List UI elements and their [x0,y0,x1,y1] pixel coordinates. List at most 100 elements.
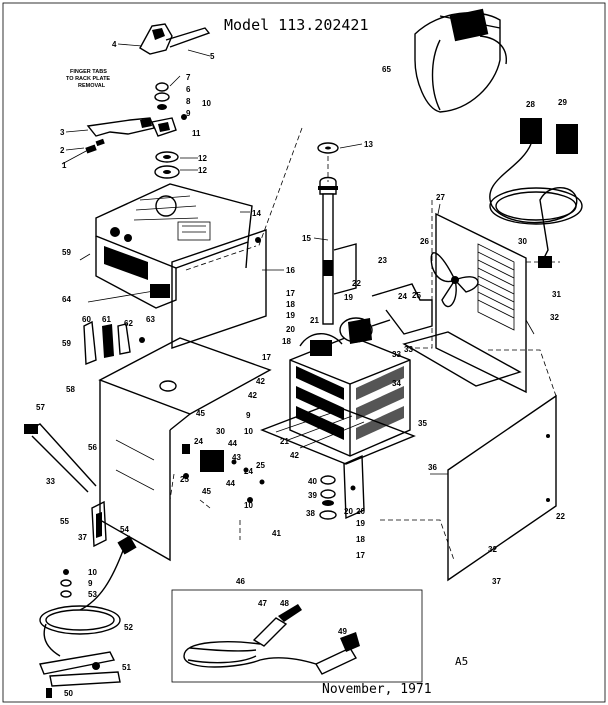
callout-33a: 33 [404,345,413,354]
callout-61: 61 [102,315,111,324]
footer-date: November, 1971 [322,682,432,697]
callout-42c: 42 [248,391,257,400]
welding-helmet [414,8,507,113]
callout-42a: 42 [256,377,265,386]
callout-33b: 33 [46,477,55,486]
callout-59b: 59 [62,339,71,348]
back-panel [435,212,527,394]
callout-11: 11 [192,129,201,138]
callout-56: 56 [88,443,97,452]
callout-60: 60 [82,315,91,324]
lead-clamp [319,454,365,520]
washer-stack-6-9 [154,82,187,120]
callout-9d: 9 [88,579,93,588]
callout-10: 10 [202,99,211,108]
callout-36: 36 [428,463,437,472]
handle-knob [139,23,211,55]
front-panel [171,229,267,349]
callout-64: 64 [62,295,71,304]
callout-47: 47 [258,599,267,608]
callout-46: 46 [236,577,245,586]
callout-45a: 45 [196,409,205,418]
callout-43: 43 [232,453,241,462]
finger-tabs-note-2: TO RACK PLATE [66,76,110,82]
finger-tabs-note-1: FINGER TABS [70,69,107,75]
side-panel [447,394,557,582]
callout-33c: 33 [392,350,401,359]
bracket-11 [151,117,177,137]
callout-34: 34 [392,379,401,388]
callout-6: 6 [186,85,191,94]
electrode-holder-inset [171,589,423,683]
callout-17: 17 [286,289,295,298]
callout-28: 28 [526,100,535,109]
callout-49: 49 [338,627,347,636]
callout-31: 31 [552,290,561,299]
top-case [95,183,253,309]
callout-21b: 21 [280,437,289,446]
callout-8: 8 [186,97,191,106]
callout-20b: 20 [356,507,365,516]
callout-15: 15 [302,234,311,243]
callout-23: 23 [378,256,387,265]
callout-38: 38 [306,509,315,518]
callout-63: 63 [146,315,155,324]
transformer [289,333,411,457]
terminal-block [182,444,265,503]
callout-39: 39 [308,491,317,500]
callout-53: 53 [88,590,97,599]
callout-labels: 1 2 3 4 5 6 7 8 9 10 11 12 12 13 14 15 1… [36,40,567,698]
callout-27: 27 [436,193,445,202]
callout-25b: 25 [180,475,189,484]
callout-24c: 24 [244,467,253,476]
work-cable [39,535,137,657]
callout-25: 25 [412,291,421,300]
callout-5: 5 [210,52,215,61]
callout-3: 3 [60,128,65,137]
callout-9: 9 [186,109,191,118]
callout-29: 29 [558,98,567,107]
callout-17c: 17 [262,353,271,362]
callout-10d: 10 [88,568,97,577]
callout-20c: 20 [344,507,353,516]
callout-42b: 42 [290,451,299,460]
callout-7: 7 [186,73,191,82]
callout-35: 35 [418,419,427,428]
washers-12 [154,151,180,179]
callout-26: 26 [420,237,429,246]
shaft-assembly [317,142,357,325]
callout-18b: 18 [356,535,365,544]
callout-1: 1 [62,161,67,170]
line-cord [489,118,583,268]
callout-59a: 59 [62,248,71,257]
callout-30: 30 [518,237,527,246]
finger-tabs-note-3: REMOVAL [78,83,106,89]
callout-32b: 32 [488,545,497,554]
callout-24: 24 [398,292,407,301]
base-chassis [98,337,272,562]
callout-55: 55 [60,517,69,526]
callout-21: 21 [310,316,319,325]
fan-motor [339,317,391,344]
callout-20: 20 [286,325,295,334]
callout-44a: 44 [228,439,237,448]
callout-50: 50 [64,689,73,698]
callout-24b: 24 [194,437,203,446]
leader-lines [61,43,535,475]
callout-44b: 44 [226,479,235,488]
stack-9-10 [60,569,72,598]
callout-10b: 10 [244,427,253,436]
assembly-lines [169,127,560,561]
ground-clamp [39,651,121,698]
base-plate [260,403,416,465]
callout-58: 58 [66,385,75,394]
callout-14: 14 [252,209,261,218]
callout-2: 2 [60,146,65,155]
callout-41: 41 [272,529,281,538]
callout-16: 16 [286,266,295,275]
page-code: A5 [455,655,468,668]
small-screws-1-2 [85,138,105,154]
